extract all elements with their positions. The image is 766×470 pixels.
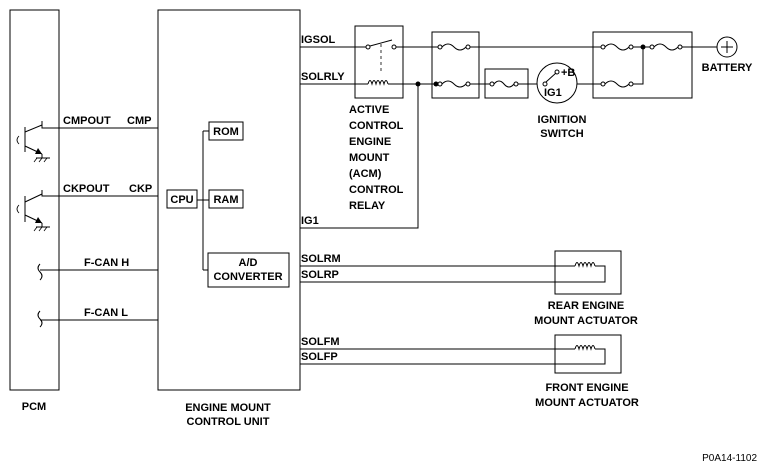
pcm-label: PCM [22,401,46,413]
ram-block [208,189,244,209]
fcan-l-terminal-icon [37,310,43,328]
relay-label-line4: MOUNT [349,152,390,164]
fcan-h-label: F-CAN H [84,257,129,269]
ignition-label-line1: IGNITION [538,114,587,126]
fuse-box-1-junction-dot [433,81,439,87]
ecu-label-line1: ENGINE MOUNT [185,402,271,414]
solrm-label: SOLRM [301,253,341,265]
ad-converter-block [207,252,290,288]
acm-relay-box [354,25,404,99]
rear-actuator-box [554,250,622,295]
relay-coil-icon [355,80,403,86]
battery-icon [716,36,738,58]
ad-label-line2: CONVERTER [213,271,282,283]
front-actuator-box [554,334,622,374]
ignition-label-line2: SWITCH [540,128,583,140]
cmp-wire [41,121,158,129]
fuse-3b-icon [649,43,692,51]
ignition-plus-b-label: +B [561,67,575,79]
relay-label-line2: CONTROL [349,120,404,132]
igsol-label: IGSOL [301,34,336,46]
relay-label-line3: ENGINE [349,136,391,148]
solfm-label: SOLFM [301,336,340,348]
rear-actuator-label-line1: REAR ENGINE [548,300,624,312]
fuse-3a-icon [593,43,650,51]
ig1-junction-dot [415,81,421,87]
ckp-label: CKP [129,183,152,195]
fuse-2-icon [485,80,528,88]
relay-label-line7: RELAY [349,200,386,212]
cmp-transistor-icon [16,121,50,163]
fcan-h-terminal-icon [37,263,43,281]
fcan-l-label: F-CAN L [84,307,128,319]
pcm-box [9,9,60,391]
front-actuator-label-line1: FRONT ENGINE [545,382,628,394]
rom-label: ROM [213,126,239,138]
fuse-1a-icon [432,43,479,51]
fuse-3c-icon [593,47,644,88]
relay-label-line6: CONTROL [349,184,404,196]
ignition-switch-icon [536,62,578,104]
ad-label-line1: A/D [239,257,258,269]
rom-block [208,121,244,141]
ig1-label: IG1 [301,215,319,227]
cpu-block [166,189,198,209]
ckp-wire [41,190,158,197]
ignition-ig1-label: IG1 [544,87,562,99]
cmpout-label: CMPOUT [63,115,111,127]
rear-actuator-label-line2: MOUNT ACTUATOR [534,315,638,327]
ckpout-label: CKPOUT [63,183,110,195]
solrly-label: SOLRLY [301,71,345,83]
fuse-box-1 [431,31,480,99]
rear-actuator-coil-icon [555,262,606,283]
relay-switch-icon [355,39,403,72]
battery-label: BATTERY [702,62,753,74]
cmp-label: CMP [127,115,151,127]
relay-label-line5: (ACM) [349,168,382,180]
front-actuator-coil-icon [555,345,606,365]
relay-label-line1: ACTIVE [349,104,389,116]
figure-id: P0A14-1102 [702,453,757,464]
ram-label: RAM [213,194,238,206]
ecu-label-line2: CONTROL UNIT [187,416,270,428]
ig1-wire [300,84,419,229]
solfp-label: SOLFP [301,351,338,363]
solrp-label: SOLRP [301,269,339,281]
cpu-label: CPU [170,194,193,206]
front-actuator-label-line2: MOUNT ACTUATOR [535,397,639,409]
